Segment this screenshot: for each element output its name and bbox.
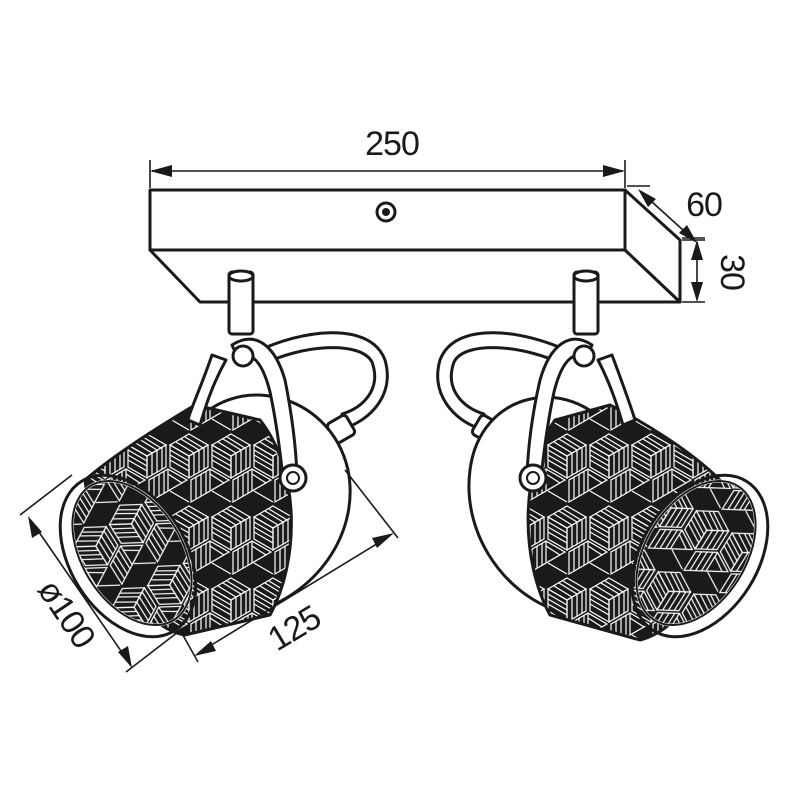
height-label: 30 (713, 254, 751, 290)
dimension-height: 30 (682, 239, 751, 303)
width-label: 250 (365, 125, 419, 163)
dimension-width: 250 (149, 125, 626, 188)
depth-label: 60 (686, 186, 722, 224)
mounting-plate (148, 188, 682, 304)
screw-hole (375, 201, 397, 223)
right-spotlight (436, 269, 770, 642)
dimension-depth: 60 (627, 185, 723, 243)
left-spotlight (58, 269, 389, 639)
